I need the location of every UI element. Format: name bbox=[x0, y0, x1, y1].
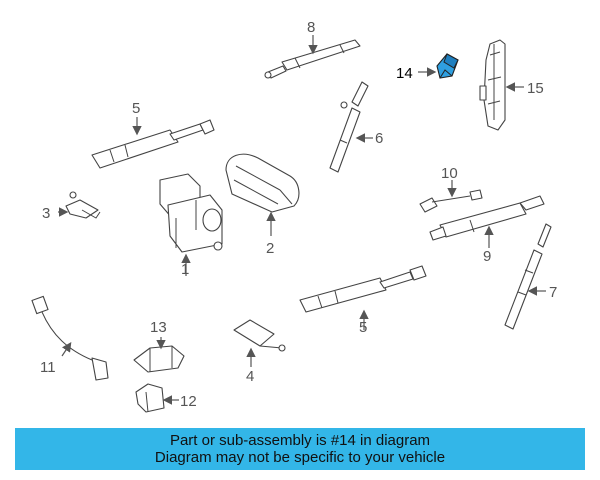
callout-15[interactable]: 15 bbox=[527, 80, 544, 97]
part-2-reservoir[interactable] bbox=[225, 153, 300, 213]
part-5-strut-upper[interactable] bbox=[91, 119, 215, 169]
callout-5-lower[interactable]: 5 bbox=[359, 319, 367, 336]
part-5-strut-lower[interactable] bbox=[299, 265, 427, 313]
callout-1[interactable]: 1 bbox=[181, 261, 189, 278]
callout-2[interactable]: 2 bbox=[266, 240, 274, 257]
info-banner: Part or sub-assembly is #14 in diagram D… bbox=[15, 428, 585, 470]
part-12-clip[interactable] bbox=[135, 383, 165, 413]
part-11-wire-harness[interactable] bbox=[31, 295, 109, 381]
part-8-actuator[interactable] bbox=[264, 39, 361, 79]
part-6-strut[interactable] bbox=[329, 81, 369, 173]
part-1-pump-motor[interactable] bbox=[159, 173, 223, 253]
part-10-sensor-cable[interactable] bbox=[419, 189, 483, 213]
part-14-connector[interactable] bbox=[436, 53, 459, 79]
banner-line-2: Diagram may not be specific to your vehi… bbox=[154, 449, 446, 466]
banner-line-1: Part or sub-assembly is #14 in diagram bbox=[169, 432, 431, 449]
callout-14[interactable]: 14 bbox=[396, 65, 413, 82]
callout-12[interactable]: 12 bbox=[180, 393, 197, 410]
callout-11[interactable]: 11 bbox=[40, 359, 56, 376]
part-3-bracket[interactable] bbox=[65, 191, 101, 219]
callout-10[interactable]: 10 bbox=[441, 165, 458, 182]
part-13-bracket[interactable] bbox=[133, 345, 185, 373]
callout-5-upper[interactable]: 5 bbox=[132, 100, 140, 117]
callout-9[interactable]: 9 bbox=[483, 248, 491, 265]
part-9-actuator-cylinder[interactable] bbox=[429, 195, 545, 241]
callout-3[interactable]: 3 bbox=[42, 205, 50, 222]
callout-4[interactable]: 4 bbox=[246, 368, 254, 385]
callout-13[interactable]: 13 bbox=[150, 319, 167, 336]
part-4-sensor[interactable] bbox=[233, 319, 286, 352]
exploded-parts-diagram: 8 14 15 5 6 3 bbox=[31, 19, 557, 413]
part-15-bracket[interactable] bbox=[479, 39, 506, 131]
callout-8[interactable]: 8 bbox=[307, 19, 315, 36]
callout-6[interactable]: 6 bbox=[375, 130, 383, 147]
callout-7[interactable]: 7 bbox=[549, 284, 557, 301]
part-7-strut[interactable] bbox=[504, 223, 552, 330]
leader-11 bbox=[61, 342, 72, 357]
